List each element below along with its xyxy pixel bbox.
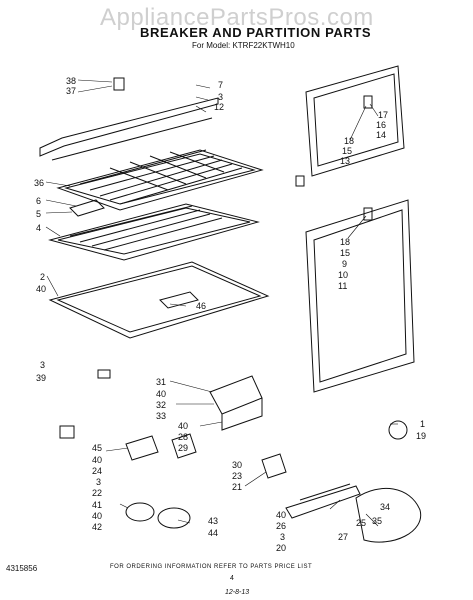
callout-32: 32 <box>156 400 166 410</box>
callout-40a: 40 <box>36 284 46 294</box>
callout-3c: 3 <box>96 477 101 487</box>
callout-44: 44 <box>208 528 218 538</box>
callout-4: 4 <box>36 223 41 233</box>
hinge-block-upper <box>363 95 373 109</box>
bottom-pan <box>48 261 270 339</box>
callout-40b: 40 <box>156 389 166 399</box>
callout-45: 45 <box>92 443 102 453</box>
divider-part <box>69 199 105 217</box>
callout-19: 19 <box>416 431 426 441</box>
connector-part <box>261 453 287 479</box>
shelf-frame-top <box>56 149 264 211</box>
callout-40d: 40 <box>92 455 102 465</box>
top-rail-part <box>39 97 219 157</box>
fuse-part <box>59 425 75 439</box>
callout-40f: 40 <box>276 510 286 520</box>
callout-18a: 18 <box>344 136 354 146</box>
callout-15a: 15 <box>342 146 352 156</box>
callout-34: 34 <box>380 502 390 512</box>
control-cover <box>355 487 422 543</box>
callout-1: 1 <box>420 419 425 429</box>
callout-3a: 3 <box>40 360 45 370</box>
callout-36: 36 <box>34 178 44 188</box>
callout-33: 33 <box>156 411 166 421</box>
callout-24: 24 <box>92 466 102 476</box>
socket-part <box>97 369 111 379</box>
callout-16: 16 <box>376 120 386 130</box>
callout-29: 29 <box>178 443 188 453</box>
bracket-part <box>125 435 159 461</box>
ordering-info-note: FOR ORDERING INFORMATION REFER TO PARTS … <box>110 564 313 570</box>
callout-3d: 3 <box>280 532 285 542</box>
callout-18b: 18 <box>340 237 350 247</box>
light-bulb <box>388 420 408 440</box>
partition-plate <box>48 203 260 261</box>
callout-9: 9 <box>342 259 347 269</box>
callout-31: 31 <box>156 377 166 387</box>
callout-2: 2 <box>40 272 45 282</box>
callout-20: 20 <box>276 543 286 553</box>
callout-40c: 40 <box>178 421 188 431</box>
lower-door-gasket <box>305 199 415 393</box>
damper-housing <box>209 375 263 415</box>
gear-part <box>125 502 155 522</box>
callout-26: 26 <box>276 521 286 531</box>
vent-part-46 <box>159 291 199 309</box>
callout-17: 17 <box>378 110 388 120</box>
callout-25: 25 <box>356 518 366 528</box>
callout-38: 38 <box>66 76 76 86</box>
callout-22: 22 <box>92 488 102 498</box>
callout-23: 23 <box>232 471 242 481</box>
callout-35: 35 <box>372 516 382 526</box>
callout-10: 10 <box>338 270 348 280</box>
control-bar <box>285 485 361 519</box>
callout-11: 11 <box>338 281 347 291</box>
callout-46: 46 <box>196 301 206 311</box>
callout-39: 39 <box>36 373 46 383</box>
document-number: 4315856 <box>6 564 38 573</box>
page-number: 4 <box>230 575 234 582</box>
callout-41: 41 <box>92 500 102 510</box>
callout-14: 14 <box>376 130 386 140</box>
callout-6: 6 <box>36 196 41 206</box>
callout-42: 42 <box>92 522 102 532</box>
callout-30: 30 <box>232 460 242 470</box>
diagram-title: BREAKER AND PARTITION PARTS <box>140 25 372 40</box>
callout-7: 7 <box>218 80 223 90</box>
upper-door-gasket <box>305 65 405 177</box>
hinge-block-lower <box>363 207 373 221</box>
knob-part <box>113 77 125 91</box>
callout-27: 27 <box>338 532 348 542</box>
callout-40e: 40 <box>92 511 102 521</box>
watermark-text: AppliancePartsPros.com <box>100 4 374 31</box>
callout-3b: 3 <box>218 92 223 102</box>
callout-15b: 15 <box>340 248 350 258</box>
callout-21: 21 <box>232 482 242 492</box>
clip-part <box>295 175 305 187</box>
callout-5: 5 <box>36 209 41 219</box>
motor-part <box>157 507 191 529</box>
callout-28: 28 <box>178 432 188 442</box>
callout-43: 43 <box>208 516 218 526</box>
callout-12: 12 <box>214 102 224 112</box>
print-date: 12-8-13 <box>225 589 250 596</box>
switch-part <box>171 433 197 459</box>
callout-37: 37 <box>66 86 76 96</box>
callout-13a: 13 <box>340 156 350 166</box>
model-line: For Model: KTRF22KTWH10 <box>192 41 295 50</box>
